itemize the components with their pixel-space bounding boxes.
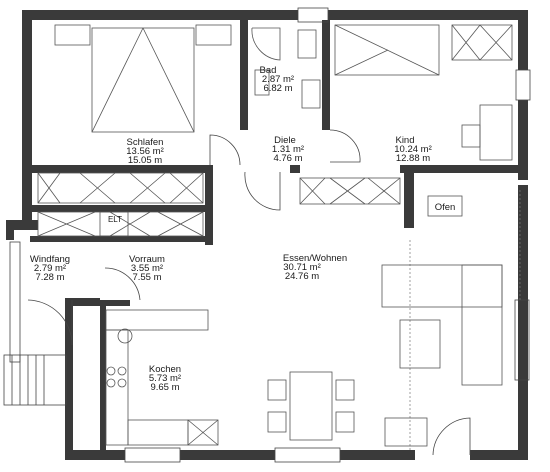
stove-ofen: Ofen [427, 195, 463, 217]
room-label-kind: Kind 10.24 m² 12.88 m [394, 135, 432, 164]
room-label-bad: Bad 2.87 m² 6.82 m [260, 65, 295, 94]
room-name: Vorraum [129, 254, 165, 265]
room-label-diele: Diele 1.31 m² 4.76 m [272, 135, 304, 164]
room-perimeter: 15.05 m [128, 155, 162, 166]
bed-double [54, 24, 232, 133]
entrance-steps [3, 354, 67, 406]
room-area: 13.56 m² [126, 146, 164, 157]
room-name: Windfang [30, 254, 70, 265]
room-area: 3.55 m² [131, 263, 163, 274]
room-area: 10.24 m² [394, 144, 432, 155]
room-name: Kind [395, 135, 414, 146]
bathroom-fixtures [251, 27, 321, 109]
bed-single [334, 24, 513, 161]
doors [27, 129, 471, 456]
room-label-schlafen: Schlafen 13.56 m² 15.05 m [126, 137, 164, 166]
room-area: 2.87 m² [262, 74, 294, 85]
room-perimeter: 4.76 m [273, 153, 302, 164]
exterior-walls [6, 10, 528, 460]
room-name: Kochen [149, 364, 181, 375]
ofen-label: Ofen [435, 202, 456, 213]
room-area: 5.73 m² [149, 373, 181, 384]
kitchen-counter [105, 309, 219, 446]
room-perimeter: 24.76 m [285, 271, 319, 282]
room-label-windfang: Windfang 2.79 m² 7.28 m [30, 254, 70, 283]
room-perimeter: 9.65 m [150, 382, 179, 393]
interior-walls [30, 20, 518, 450]
room-perimeter: 7.28 m [35, 272, 64, 283]
electrical-box: ELT [99, 211, 129, 237]
room-name: Schlafen [127, 137, 164, 148]
sofa [381, 264, 503, 386]
room-area: 2.79 m² [34, 263, 66, 274]
windows [9, 7, 531, 463]
room-area: 30.71 m² [283, 262, 321, 273]
room-perimeter: 6.82 m [263, 83, 292, 94]
room-label-kochen: Kochen 5.73 m² 9.65 m [149, 364, 181, 393]
dining-table [267, 371, 355, 441]
room-label-essen-wohnen: Essen/Wohnen 30.71 m² 24.76 m [283, 253, 347, 282]
wardrobe-hall [37, 172, 204, 237]
room-name: Essen/Wohnen [283, 253, 347, 264]
sideboard [299, 177, 401, 205]
room-perimeter: 7.55 m [132, 272, 161, 283]
room-perimeter: 12.88 m [396, 153, 430, 164]
room-name: Diele [274, 135, 296, 146]
elt-label: ELT [108, 215, 122, 224]
room-label-vorraum: Vorraum 3.55 m² 7.55 m [129, 254, 165, 283]
room-area: 1.31 m² [272, 144, 304, 155]
room-name: Bad [260, 65, 277, 76]
side-table [384, 417, 428, 447]
